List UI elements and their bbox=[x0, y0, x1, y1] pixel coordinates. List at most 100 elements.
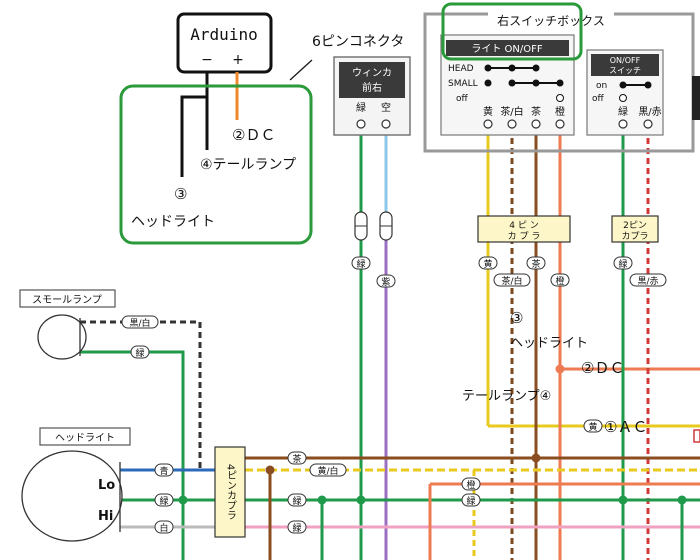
bottom-wire-green: 緑 bbox=[292, 495, 301, 507]
wire-black-white-smalllamp bbox=[80, 320, 202, 470]
switch-contact-dot bbox=[532, 79, 540, 87]
wire-label-orange: 橙 bbox=[555, 275, 564, 287]
junction-dot bbox=[356, 495, 366, 505]
small-lamp-title: スモールランプ bbox=[32, 294, 102, 306]
right-switch-title: 右スイッチボックス bbox=[497, 13, 605, 28]
junction-dot bbox=[677, 495, 687, 505]
switch-contact-open bbox=[556, 94, 564, 102]
terminal-icon bbox=[507, 119, 517, 129]
small-lamp-title-box bbox=[19, 289, 116, 308]
bottom-wire-yellow-white: 黄/白 bbox=[317, 465, 338, 477]
mid-dc2-label: ②ＤＣ bbox=[581, 359, 624, 377]
wire-label-bg bbox=[309, 463, 347, 477]
wire-label-yellow: 黄 bbox=[483, 258, 492, 270]
edge-connector bbox=[693, 429, 700, 443]
wire-label-black-red: 黒/赤 bbox=[637, 276, 658, 287]
switch-contact-open bbox=[619, 94, 627, 102]
terminal-icon bbox=[618, 119, 628, 129]
wire-label-bg bbox=[526, 256, 546, 270]
wire-label-brown-white: 茶/白 bbox=[501, 275, 522, 287]
wire-label-bg bbox=[461, 493, 481, 507]
wire-label-bg bbox=[493, 273, 531, 287]
junction-dot bbox=[317, 495, 327, 505]
coupler-2pin-line2: カプラ bbox=[621, 231, 648, 242]
off-position-label-2: off bbox=[592, 94, 605, 104]
terminal-icon bbox=[531, 119, 541, 129]
terminal-icon bbox=[555, 119, 565, 129]
light-switch-header bbox=[446, 40, 569, 56]
wire-label-bg bbox=[287, 493, 307, 507]
wire-green-smalllamp bbox=[80, 350, 185, 560]
winker-title-1: ウィンカ bbox=[352, 67, 392, 79]
headlight-title: ヘッドライト bbox=[55, 432, 115, 444]
head-position-label: HEAD bbox=[448, 64, 474, 74]
wire-label-bg bbox=[613, 256, 633, 270]
head3-text: ヘッドライト bbox=[131, 214, 215, 230]
tail4-label: ④テールランプ bbox=[200, 157, 296, 173]
wire-label-bg bbox=[121, 315, 159, 329]
wire-label-bg bbox=[550, 273, 570, 287]
light-switch-header-text: ライト ON/OFF bbox=[471, 43, 543, 55]
wire-label-bg bbox=[478, 256, 498, 270]
wire-label-green2: 緑 bbox=[618, 258, 627, 270]
bottom-wire-brown: 茶 bbox=[292, 453, 301, 465]
coupler-2pin bbox=[611, 215, 659, 243]
wire-label-bg bbox=[154, 493, 174, 507]
wire-label-bg bbox=[376, 274, 396, 288]
headlight-lo-label: Lo bbox=[98, 478, 115, 493]
mid-head3-number: ③ bbox=[510, 309, 523, 327]
winker-header bbox=[339, 62, 405, 98]
connector6-label: 6ピンコネクタ bbox=[312, 34, 404, 50]
headlight-title-box bbox=[39, 427, 131, 446]
coupler-4pin-top-line2: カ プ ラ bbox=[508, 231, 541, 242]
junction-dot bbox=[531, 453, 541, 463]
coupler-2pin-line1: 2ピン bbox=[623, 220, 647, 231]
off-position-label: off bbox=[456, 94, 469, 104]
wire-label-purple: 紫 bbox=[381, 277, 390, 288]
onoff-wire-green-label: 緑 bbox=[618, 105, 628, 118]
arduino-plus-label: + bbox=[232, 52, 244, 68]
light-wire-yellow-label: 黄 bbox=[483, 105, 493, 118]
edge-block bbox=[692, 76, 700, 120]
headlight-bulb-icon bbox=[21, 450, 123, 542]
bottom-wire-pink: 緑 bbox=[292, 522, 301, 534]
mid-ac1-label: ①ＡＣ bbox=[604, 418, 647, 436]
terminal-icon bbox=[356, 119, 366, 129]
wire-label-green: 緑 bbox=[356, 258, 365, 270]
arduino-minus-label: − bbox=[201, 52, 213, 68]
coupler-4pin-top bbox=[477, 215, 571, 243]
winker-wire-sky-label: 空 bbox=[381, 101, 391, 114]
arduino-wire-black-head bbox=[180, 95, 207, 177]
headlight-wire-green: 緑 bbox=[159, 495, 168, 507]
terminal-icon bbox=[483, 119, 493, 129]
mid-yellow-label: 黄 bbox=[588, 421, 597, 433]
mid-tail4-label: テールランプ④ bbox=[462, 389, 551, 404]
small-lamp-bulb-icon bbox=[37, 314, 87, 360]
terminal-icon bbox=[643, 119, 653, 129]
junction-dot bbox=[555, 364, 565, 374]
coupler-4pin-top-line1: 4 ピ ン bbox=[509, 220, 538, 231]
wire-label-bg bbox=[287, 520, 307, 534]
onoff-header-2: スイッチ bbox=[609, 66, 641, 75]
switch-contact-dot bbox=[532, 64, 540, 72]
junction-dot bbox=[618, 495, 628, 505]
wire-label-bg bbox=[583, 419, 603, 433]
coupler-4pin-bottom-label: 4ピンカプラ bbox=[225, 464, 236, 520]
light-wire-orange-label: 橙 bbox=[555, 105, 565, 118]
on-position-label: on bbox=[596, 81, 607, 91]
switch-contact-dot bbox=[484, 79, 492, 87]
arduino-box bbox=[176, 12, 273, 74]
mid-head3-text: ヘッドライト bbox=[510, 336, 588, 351]
annotation-box bbox=[119, 84, 313, 245]
light-wire-brown-label: 茶 bbox=[531, 105, 541, 118]
winker-title-2: 前右 bbox=[362, 81, 382, 94]
onoff-wire-black-red-label: 黒/赤 bbox=[638, 106, 661, 118]
coupler-4pin-bottom bbox=[214, 446, 246, 538]
headlight-wire-white: 白 bbox=[159, 522, 168, 534]
wire-label-bg bbox=[154, 520, 174, 534]
arduino-title: Arduino bbox=[190, 25, 257, 44]
wire-label-bg bbox=[629, 273, 667, 287]
winker-wire-green-label: 緑 bbox=[356, 101, 366, 114]
